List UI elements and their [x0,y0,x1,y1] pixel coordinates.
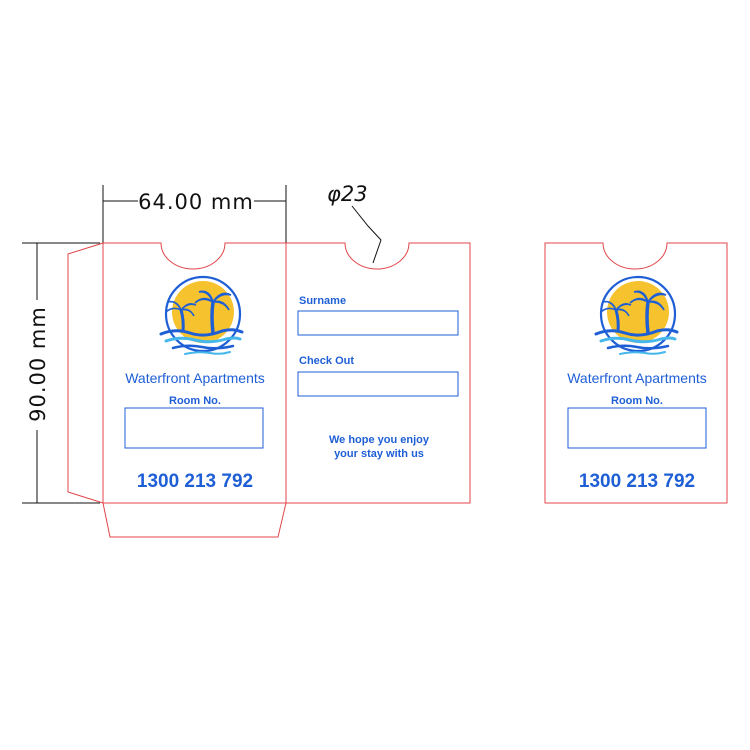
wave-icon [594,328,679,355]
width-dimension-label: 64.00 mm [138,190,254,214]
back-panel-outline [286,242,471,504]
palm-tree-icon [600,290,667,334]
palm-tree-icon [165,290,232,334]
side-glue-flap [67,242,104,504]
surname-label: Surname [299,295,346,307]
logo-ring [599,275,677,353]
checkout-field[interactable] [297,371,459,397]
room-number-field[interactable] [567,407,707,449]
logo-ring [164,275,242,353]
notch-leader-line [351,205,382,264]
phone-number: 1300 213 792 [137,471,253,492]
assembled-front-outline [544,242,728,504]
message-line-1: We hope you enjoy [329,434,430,446]
front-panel-outline [102,242,287,504]
message-line-2: your stay with us [334,448,424,460]
logo [594,275,679,355]
notch-diameter-label: φ23 [327,182,368,206]
checkout-label: Check Out [299,355,354,367]
brand-name: Waterfront Apartments [125,370,265,386]
width-dimension [102,185,287,243]
room-number-field[interactable] [124,407,264,449]
height-dimension [22,242,100,504]
surname-field[interactable] [297,310,459,336]
room-number-label: Room No. [169,395,221,407]
room-number-label: Room No. [611,395,663,407]
bottom-fold-flap [102,502,287,538]
wave-icon [159,328,244,355]
height-dimension-label: 90.00 mm [26,306,50,422]
phone-number: 1300 213 792 [579,471,695,492]
logo [159,275,244,355]
sleeve-die-line [67,242,728,538]
brand-name: Waterfront Apartments [567,370,707,386]
